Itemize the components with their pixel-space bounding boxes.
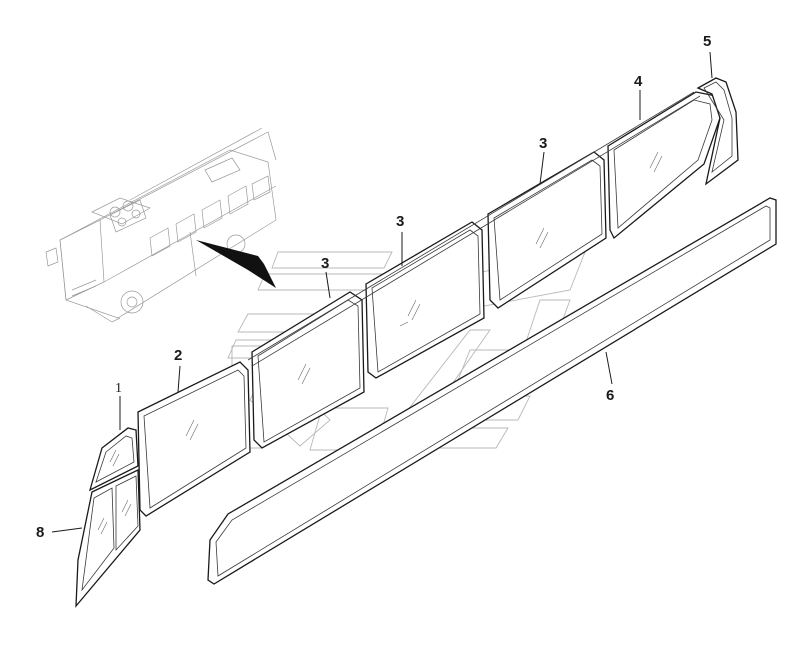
callout-8: 8	[36, 524, 44, 541]
window-5	[696, 77, 739, 186]
callout-6: 6	[606, 387, 614, 404]
upper-frame-strip	[247, 91, 701, 367]
location-arrow	[196, 240, 276, 288]
callout-2: 2	[174, 347, 182, 364]
callout-3-first: 3	[321, 255, 329, 272]
bus-locator-sketch	[45, 127, 277, 323]
panel-6-lower-strip	[207, 197, 777, 585]
window-4	[607, 91, 721, 240]
callout-1: 1	[115, 381, 122, 396]
window-3-third	[487, 151, 607, 309]
callout-3-second: 3	[396, 213, 404, 230]
window-3-second	[365, 221, 485, 379]
callout-3-third: 3	[539, 135, 547, 152]
callout-4: 4	[634, 73, 643, 90]
leader-lines	[51, 51, 713, 533]
window-2	[137, 361, 251, 517]
window-8	[75, 468, 141, 608]
window-3-first	[251, 291, 365, 449]
callout-5: 5	[703, 33, 711, 50]
window-1	[88, 427, 139, 492]
